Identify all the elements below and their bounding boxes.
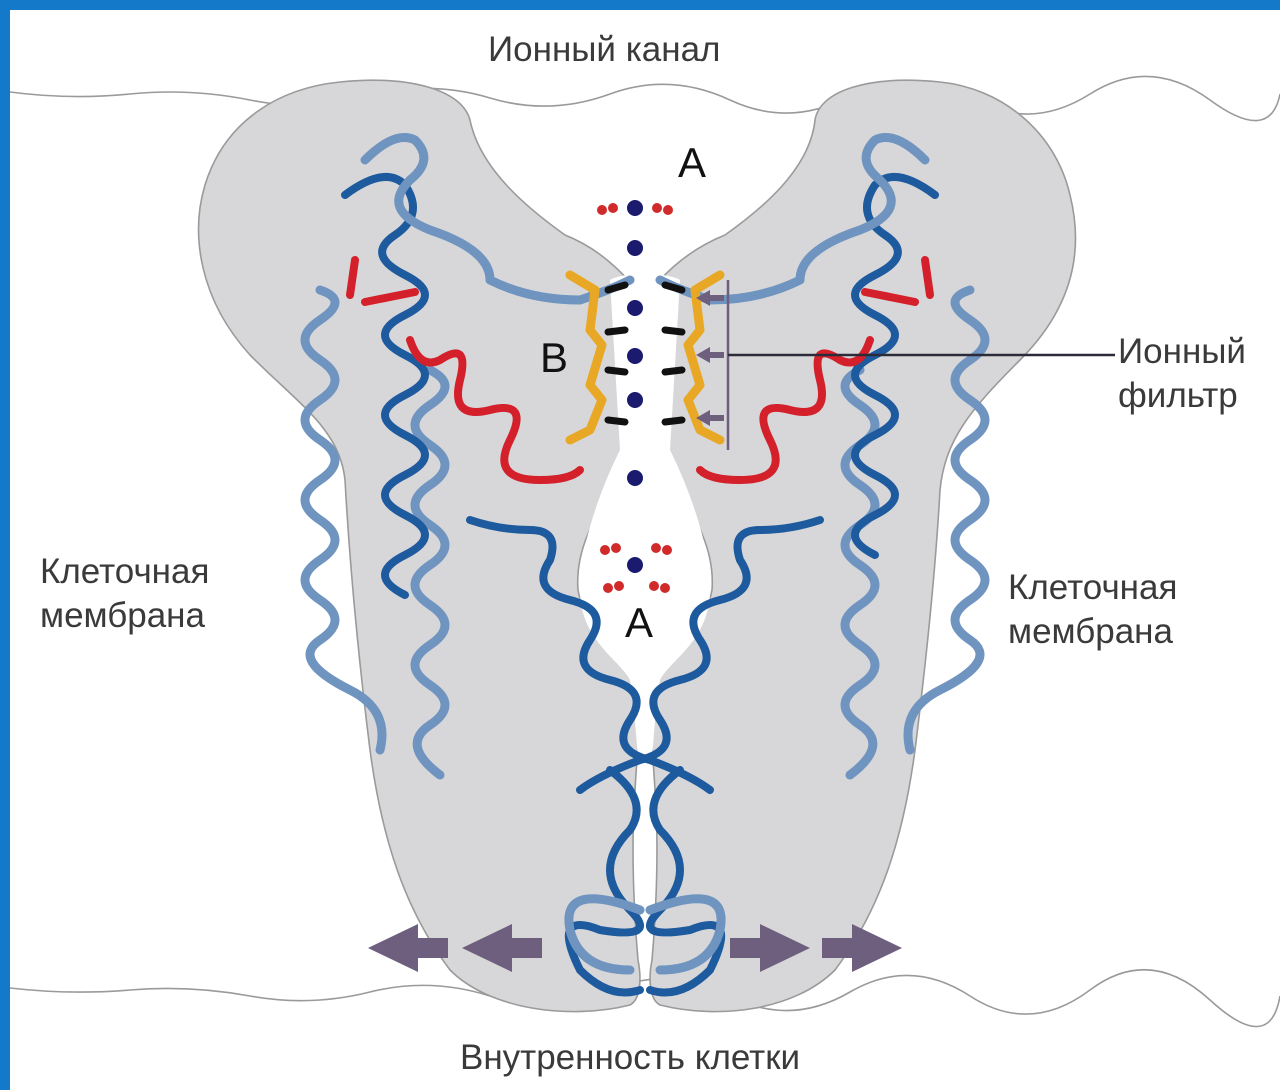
ion (627, 392, 643, 408)
membrane-top-line (10, 76, 1280, 120)
membrane-bottom-line (10, 970, 1280, 1027)
ion (627, 557, 643, 573)
ion (627, 300, 643, 316)
label-membrane-right-2: мембрана (1008, 610, 1173, 654)
marker-a-bottom: A (625, 600, 653, 646)
diagram-frame: Ионный канал Клеточная мембрана Клеточна… (10, 10, 1280, 1090)
label-cell-interior: Внутренность клетки (460, 1036, 800, 1080)
marker-a-top: A (678, 140, 706, 186)
ion (627, 200, 643, 216)
ion (627, 240, 643, 256)
ion (627, 470, 643, 486)
label-filter-1: Ионный (1118, 330, 1246, 374)
label-membrane-left-1: Клеточная (40, 550, 209, 594)
label-filter-2: фильтр (1118, 374, 1238, 418)
marker-b-filter: B (540, 335, 568, 381)
label-membrane-right-1: Клеточная (1008, 566, 1177, 610)
label-membrane-left-2: мембрана (40, 594, 205, 638)
title-ion-channel: Ионный канал (488, 28, 720, 72)
ion (627, 348, 643, 364)
